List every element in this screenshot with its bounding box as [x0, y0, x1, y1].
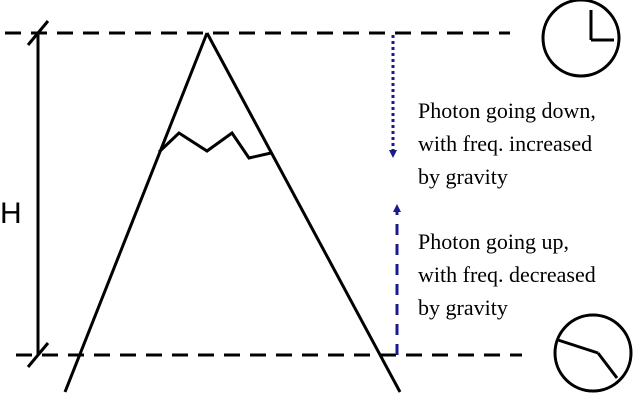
height-tick-top [26, 20, 50, 46]
bottom-clock-icon [553, 313, 633, 393]
photon-up-line-2: with freq. decreased [418, 262, 596, 287]
photon-up-line-3: by gravity [418, 295, 508, 320]
photon-up-line-1: Photon going up, [418, 229, 569, 254]
snow-line [157, 130, 272, 160]
photon-down-line-2: with freq. increased [418, 131, 592, 156]
photon-up-caption: Photon going up, with freq. decreased by… [418, 229, 596, 320]
photon-down-line-1: Photon going down, [418, 98, 596, 123]
photon-down-caption: Photon going down, with freq. increased … [418, 98, 596, 189]
mountain [63, 32, 402, 393]
photon-down-line-3: by gravity [418, 164, 508, 189]
height-label: H [0, 197, 22, 230]
top-clock-icon [541, 0, 621, 78]
height-tick-bottom [26, 342, 50, 368]
